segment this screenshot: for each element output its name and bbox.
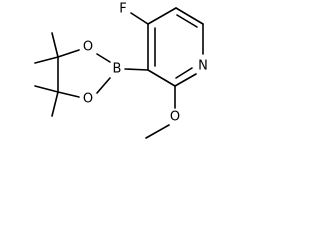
bond-n-c2-inner xyxy=(175,67,193,79)
bond-methyl-lower-1 xyxy=(34,85,59,93)
bond-c3-b xyxy=(124,68,149,71)
pyridine-ring xyxy=(147,7,204,87)
atom-label-boron: B xyxy=(113,62,122,77)
atom-label-fluorine: F xyxy=(119,2,126,17)
bond-c5-c6 xyxy=(175,7,204,25)
bond-n-c2 xyxy=(174,73,197,87)
bond-methyl-upper-1 xyxy=(51,32,59,58)
atom-label-oxygen-top: O xyxy=(83,40,93,55)
bond-b-o-bottom xyxy=(96,77,111,94)
atom-label-oxygen-methoxy: O xyxy=(170,110,180,125)
bond-methyl-upper-2 xyxy=(34,56,59,64)
bond-c4-f xyxy=(130,12,149,25)
bond-c5-c6-inner xyxy=(176,14,198,28)
atom-label-nitrogen: N xyxy=(198,59,208,74)
bond-o-bottom-c xyxy=(57,91,80,98)
bond-methyl-lower-2 xyxy=(51,91,59,117)
chemical-structure-diagram: F N B O O O xyxy=(34,2,208,139)
bond-o-ch3 xyxy=(145,124,170,139)
bond-c4-c5 xyxy=(147,7,177,25)
atom-label-oxygen-bottom: O xyxy=(83,92,93,107)
bond-b-o-top xyxy=(96,53,111,63)
bond-c2-c3 xyxy=(147,69,176,87)
bond-o-top-c xyxy=(57,49,80,58)
dioxaborolane-ring xyxy=(34,32,111,117)
